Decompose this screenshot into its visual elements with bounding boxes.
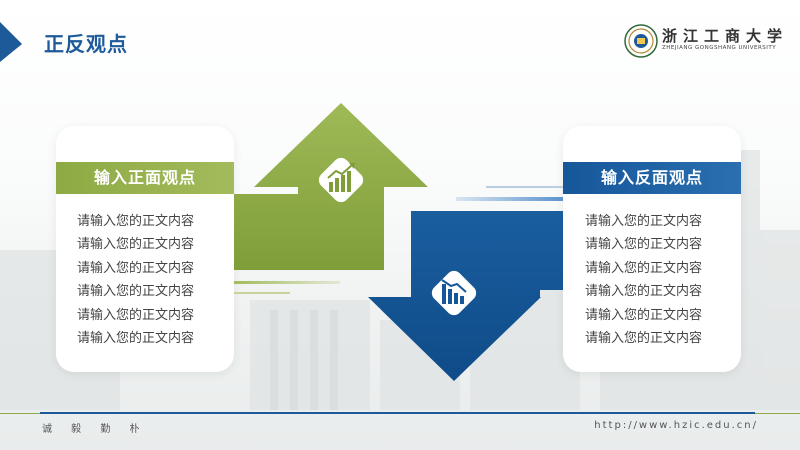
list-item: 请输入您的正文内容 bbox=[585, 260, 703, 276]
list-item: 请输入您的正文内容 bbox=[585, 237, 703, 253]
footer-url[interactable]: http://www.hzic.edu.cn/ bbox=[594, 420, 758, 431]
logo-name-en: ZHEJIANG GONGSHANG UNIVERSITY bbox=[662, 45, 777, 51]
green-stripe-2 bbox=[234, 292, 290, 294]
university-logo: 浙江工商大学 ZHEJIANG GONGSHANG UNIVERSITY bbox=[624, 24, 782, 58]
negative-view-heading: 输入反面观点 bbox=[563, 162, 741, 194]
list-item: 请输入您的正文内容 bbox=[585, 307, 703, 323]
list-item: 请输入您的正文内容 bbox=[77, 260, 195, 276]
chart-up-icon bbox=[318, 157, 364, 203]
blue-stripe-1 bbox=[456, 197, 563, 201]
list-item: 请输入您的正文内容 bbox=[77, 284, 195, 300]
logo-name-cn: 浙江工商大学 bbox=[662, 27, 789, 45]
chart-down-icon bbox=[431, 270, 477, 316]
list-item: 请输入您的正文内容 bbox=[77, 307, 195, 323]
list-item: 请输入您的正文内容 bbox=[585, 214, 703, 229]
university-seal-icon bbox=[624, 24, 658, 58]
positive-view-text-list: 请输入您的正文内容 请输入您的正文内容 请输入您的正文内容 请输入您的正文内容 … bbox=[77, 210, 194, 350]
list-item: 请输入您的正文内容 bbox=[77, 331, 195, 347]
green-stripe-1 bbox=[234, 281, 340, 284]
list-item: 请输入您的正文内容 bbox=[585, 284, 703, 300]
footer-divider-blue bbox=[40, 412, 755, 414]
list-item: 请输入您的正文内容 bbox=[77, 214, 195, 229]
page-title: 正反观点 bbox=[44, 32, 128, 56]
footer-motto: 诚 毅 勤 朴 bbox=[42, 424, 148, 435]
positive-view-heading: 输入正面观点 bbox=[56, 162, 234, 194]
list-item: 请输入您的正文内容 bbox=[585, 331, 703, 347]
blue-stripe-2 bbox=[486, 186, 563, 188]
corner-accent bbox=[0, 22, 22, 62]
list-item: 请输入您的正文内容 bbox=[77, 237, 195, 253]
negative-view-text-list: 请输入您的正文内容 请输入您的正文内容 请输入您的正文内容 请输入您的正文内容 … bbox=[585, 210, 702, 350]
